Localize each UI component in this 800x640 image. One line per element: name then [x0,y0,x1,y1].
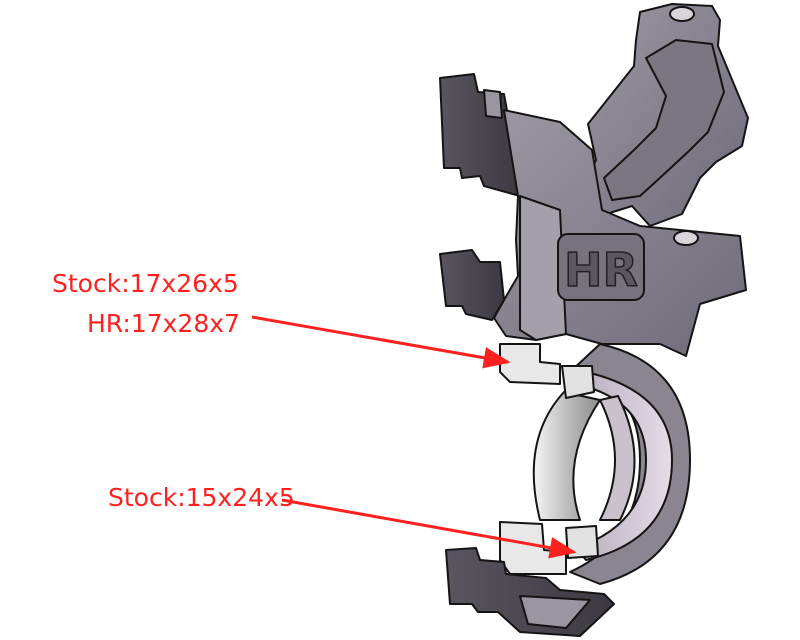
lower-bearing-leader-arrow [281,498,577,559]
upper-clevis-face [483,89,503,119]
lower-clevis-face [519,595,591,629]
upper-arm-hole [669,6,695,22]
upper-bearing-leader-arrow [251,315,511,369]
upper-bearing-stock-label: Stock:17x26x5 [52,269,239,298]
bore-surface [532,391,601,521]
lower-bearing-section-b [565,525,599,559]
upper-bearing-section-b [561,365,595,399]
upper-bearing-section [499,343,561,385]
logo-recess [557,233,645,301]
side-lug-hole [673,230,699,246]
main-body-face [519,195,567,341]
steering-knuckle-part: HR [439,3,749,637]
bearing-housing [569,343,691,585]
middle-clevis [439,249,505,321]
outer-bearing-ring [575,371,673,561]
upper-arm-inner-slot [603,39,725,201]
lower-bearing-stock-label: Stock:15x24x5 [108,483,295,512]
bore-surface-right [599,395,636,521]
hr-logo: HR [564,243,638,297]
upper-bearing-hr-label: HR:17x28x7 [87,309,240,338]
